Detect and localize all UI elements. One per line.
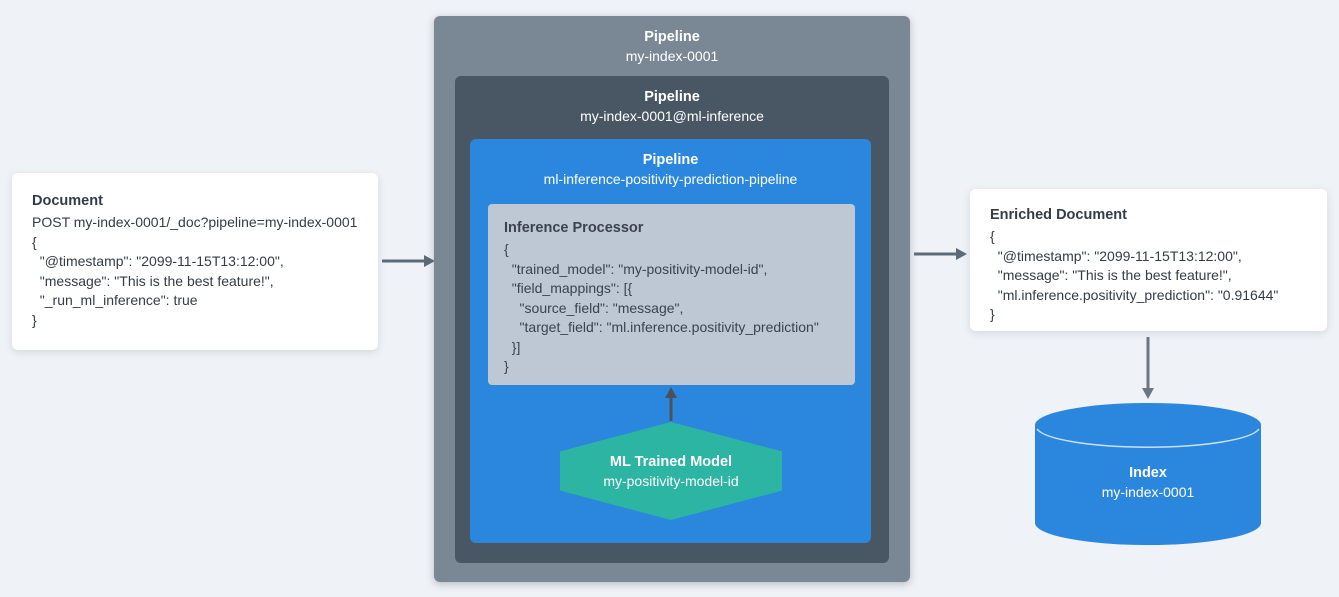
ml-trained-model-name: my-positivity-model-id — [603, 472, 739, 489]
document-card-code: POST my-index-0001/_doc?pipeline=my-inde… — [32, 214, 358, 328]
arrow-document-to-pipeline-icon — [382, 255, 435, 267]
arrow-pipeline-to-enriched-icon — [914, 248, 967, 260]
arrow-enriched-to-index-icon — [1142, 337, 1154, 399]
index-name: my-index-0001 — [1101, 484, 1195, 500]
enriched-document-card: Enriched Document { "@timestamp": "2099-… — [970, 189, 1327, 331]
database-cylinder-icon — [1035, 403, 1261, 545]
inference-pipeline-title: Pipeline — [644, 89, 700, 105]
outer-pipeline-name: my-index-0001 — [625, 48, 719, 64]
inference-processor-block: Inference Processor { "trained_model": "… — [488, 204, 855, 385]
inference-processor-title: Inference Processor — [504, 220, 644, 236]
index-title: Index — [1129, 465, 1167, 481]
document-card: Document POST my-index-0001/_doc?pipelin… — [12, 173, 378, 350]
inference-pipeline-box: Pipeline my-index-0001@ml-inference Pipe… — [455, 76, 889, 563]
ml-trained-model-hexagon: ML Trained Model my-positivity-model-id — [560, 422, 782, 520]
inference-pipeline-name: my-index-0001@ml-inference — [580, 108, 764, 124]
enriched-document-title: Enriched Document — [990, 207, 1127, 223]
enriched-document-code: { "@timestamp": "2099-11-15T13:12:00", "… — [990, 228, 1279, 322]
document-card-title: Document — [32, 193, 103, 209]
inference-processor-code: { "trained_model": "my-positivity-model-… — [504, 241, 819, 374]
ml-pipeline-title: Pipeline — [642, 152, 699, 168]
ml-pipeline-name: ml-inference-positivity-prediction-pipel… — [543, 171, 798, 187]
outer-pipeline-box: Pipeline my-index-0001 Pipeline my-index… — [434, 16, 910, 582]
arrow-model-to-processor-icon — [665, 387, 677, 421]
ml-pipeline-box: Pipeline ml-inference-positivity-predict… — [470, 139, 871, 543]
index-cylinder: Index my-index-0001 — [1033, 401, 1263, 547]
ml-trained-model-title: ML Trained Model — [609, 453, 733, 470]
outer-pipeline-title: Pipeline — [644, 29, 700, 45]
